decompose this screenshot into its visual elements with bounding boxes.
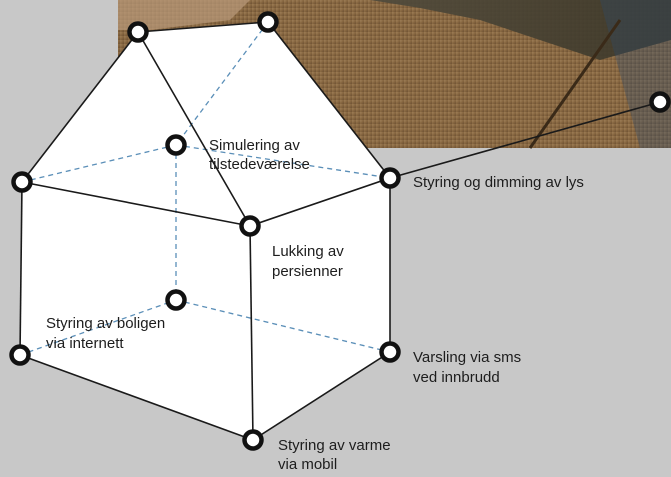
node-upper-left — [11, 171, 33, 193]
label-varme-line1: Styring av varme — [278, 437, 391, 454]
label-simulering-line2: tilstedeværelse — [209, 156, 310, 173]
node-internett — [9, 344, 31, 366]
label-simulering-line1: Simulering av — [209, 137, 300, 154]
label-persienner-line2: persienner — [272, 263, 343, 280]
nodes — [9, 11, 671, 451]
node-persienner — [239, 215, 261, 237]
node-internett-hidden — [165, 289, 187, 311]
label-internett-line1: Styring av boligen — [46, 315, 165, 332]
house-body — [20, 22, 390, 440]
label-internett-line2: via internett — [46, 335, 124, 352]
label-sms-line2: ved innbrudd — [413, 369, 500, 386]
node-sms — [379, 341, 401, 363]
node-lys-extension — [649, 91, 671, 113]
label-sms-line1: Varsling via sms — [413, 349, 521, 366]
label-lys: Styring og dimming av lys — [413, 174, 584, 191]
node-roof-right — [257, 11, 279, 33]
labels: Simulering av tilstedeværelse Styring og… — [46, 137, 584, 473]
node-varme — [242, 429, 264, 451]
label-persienner-line1: Lukking av — [272, 243, 344, 260]
label-varme-line2: via mobil — [278, 456, 337, 473]
node-lys — [379, 167, 401, 189]
visible-edges — [19, 21, 661, 441]
node-roof-left — [127, 21, 149, 43]
node-simulering — [165, 134, 187, 156]
